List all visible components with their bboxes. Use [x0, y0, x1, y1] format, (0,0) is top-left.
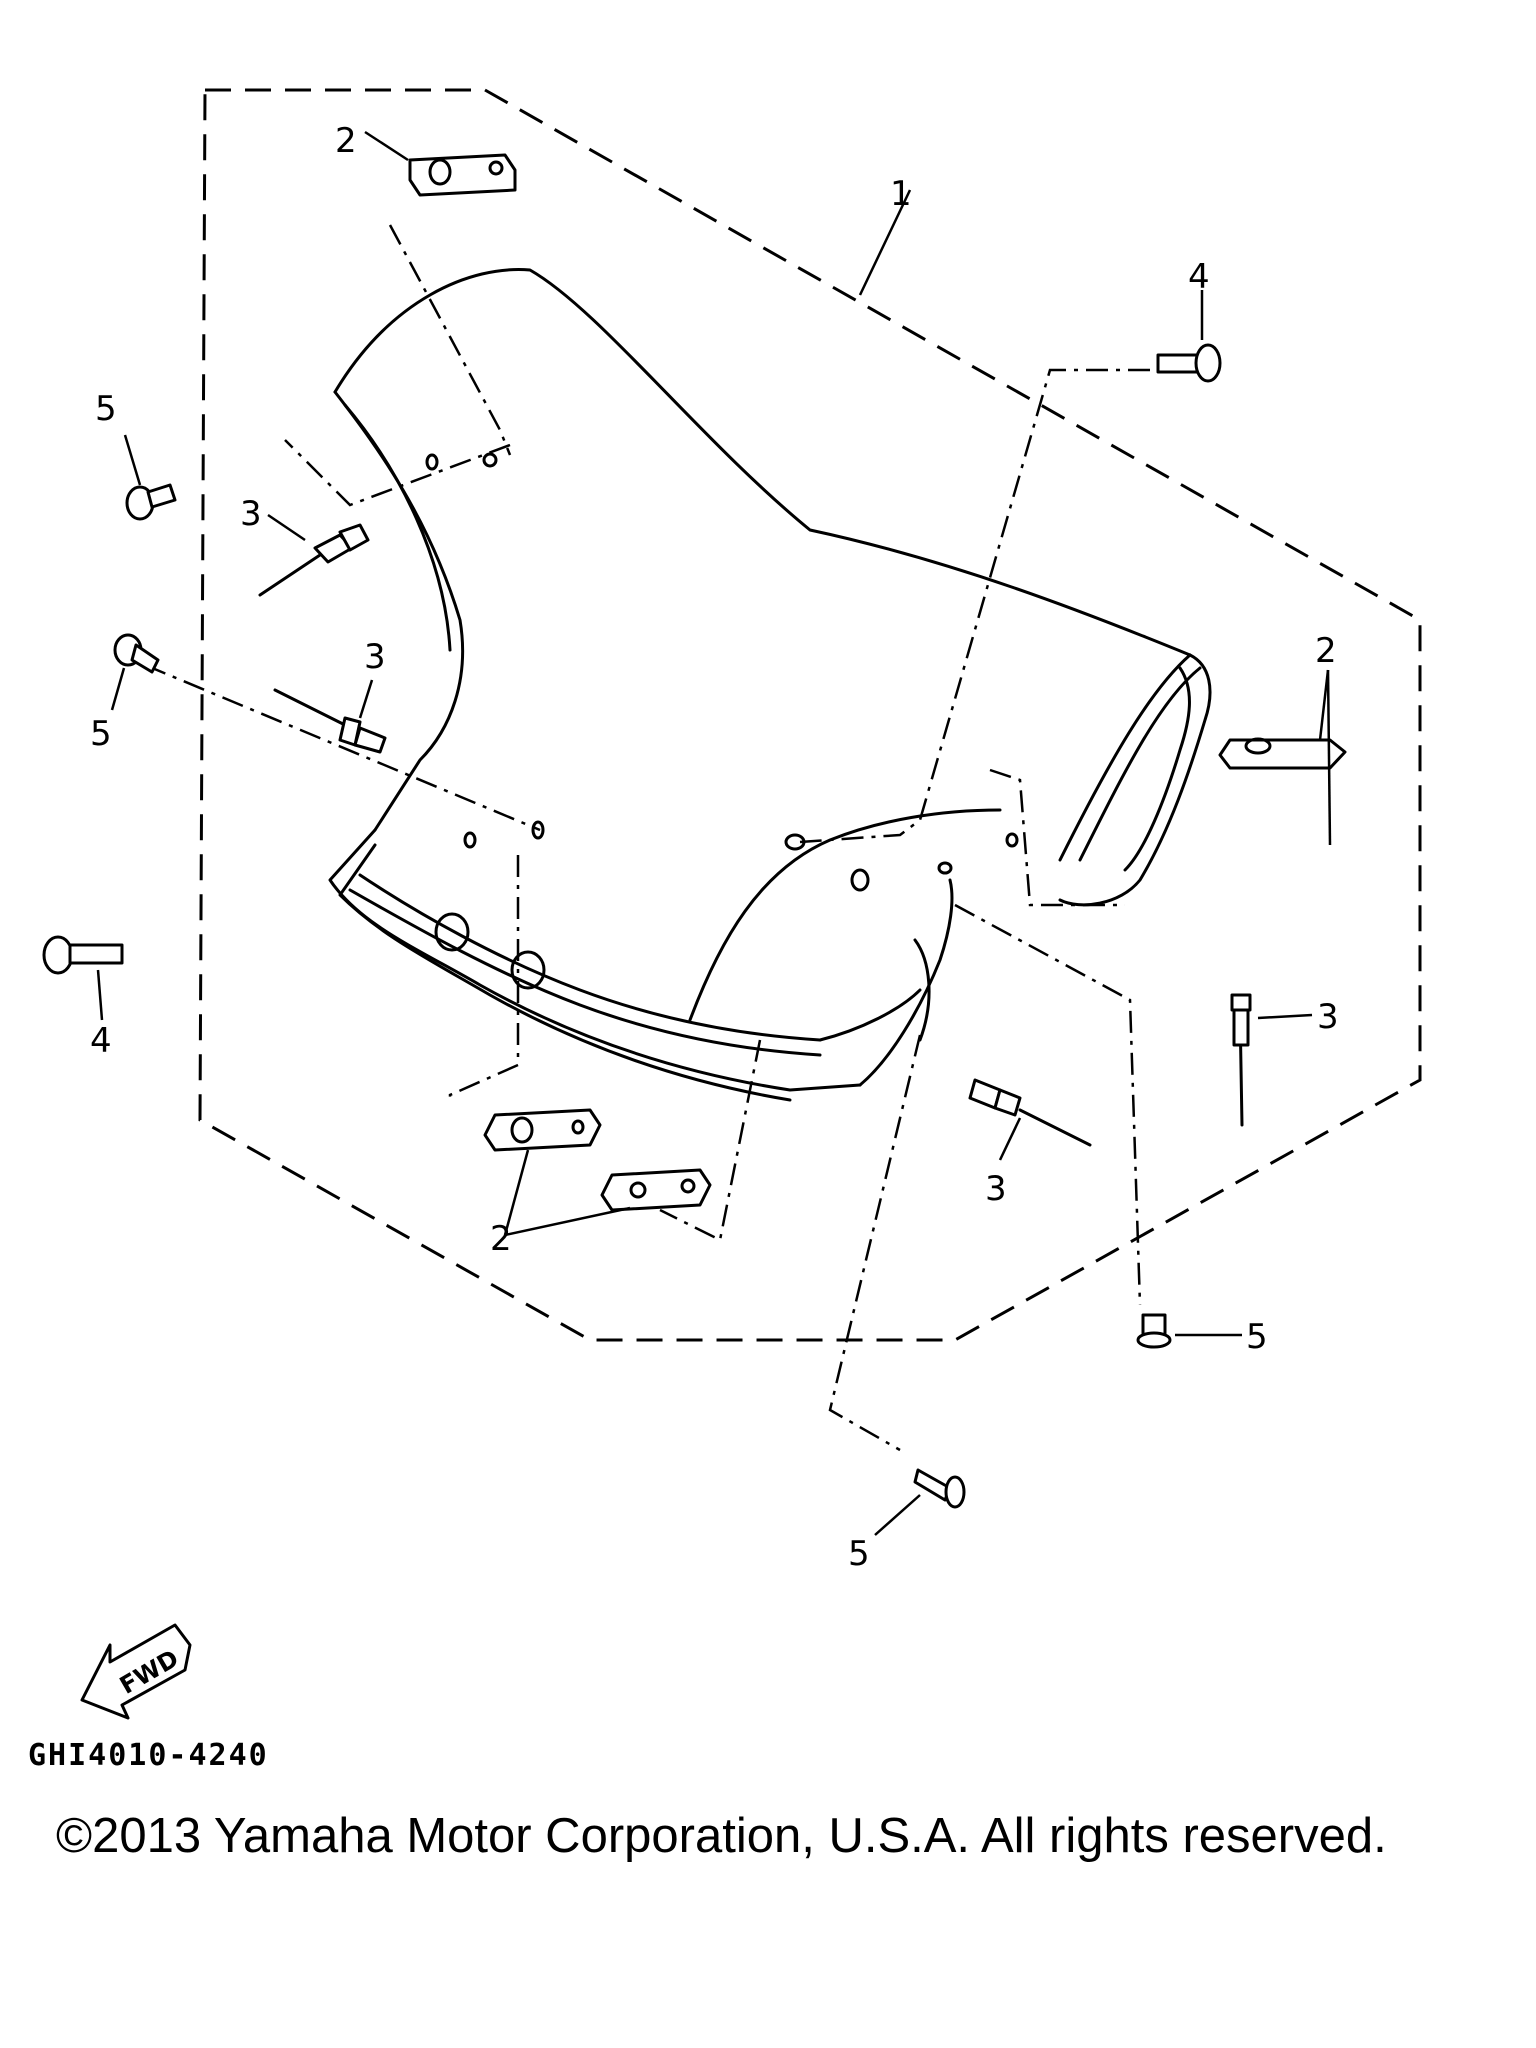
- copyright-notice: ©2013 Yamaha Motor Corporation, U.S.A. A…: [56, 1809, 1387, 1863]
- callout-1: 1: [890, 174, 912, 214]
- callout-3-right: 3: [1317, 997, 1339, 1037]
- rivet-middle-left: [273, 688, 387, 754]
- nut-plate-top: [408, 153, 517, 197]
- bolt-left: [42, 935, 124, 975]
- bolt-top-right: [1156, 343, 1222, 383]
- rivet-bottom-right: [968, 1078, 1092, 1147]
- cowling-part-1: [328, 268, 1212, 1102]
- rivet-right: [1230, 993, 1252, 1127]
- callout-2-right: 2: [1315, 631, 1337, 671]
- reference-lines: [144, 224, 1150, 1452]
- callout-5-bottom: 5: [848, 1534, 870, 1574]
- nut-plate-bottom-b: [600, 1168, 712, 1212]
- nut-plate-bottom-a: [483, 1108, 602, 1152]
- fwd-arrow-icon: FWD: [80, 1623, 192, 1720]
- nut-plate-right: [1218, 737, 1347, 770]
- callout-3-middle-left: 3: [364, 637, 386, 677]
- callout-2-top: 2: [335, 121, 357, 161]
- callout-5-middle-left: 5: [90, 714, 112, 754]
- rivet-upper-left: [258, 523, 370, 597]
- assembly-boundary: [198, 88, 1422, 1342]
- callout-2-bottom: 2: [490, 1219, 512, 1259]
- mounting-holes: [425, 452, 1019, 990]
- callout-3-upper-left: 3: [240, 494, 262, 534]
- screw-upper-left: [125, 483, 177, 521]
- screw-bottom: [913, 1468, 966, 1509]
- callout-4-top-right: 4: [1188, 257, 1210, 297]
- callout-3-bottom: 3: [985, 1169, 1007, 1209]
- drawing-code: GHI4010-4240: [28, 1738, 269, 1773]
- leader-lines: [96, 130, 1332, 1536]
- screw-middle-left: [113, 633, 160, 674]
- callout-5-right: 5: [1246, 1317, 1268, 1357]
- callout-4-left: 4: [90, 1021, 112, 1061]
- screw-bottom-right: [1136, 1313, 1172, 1349]
- callout-5-upper-left: 5: [95, 389, 117, 429]
- parts-diagram: 1 2 2 2 3 3 3 3 4 4 5 5 5 5 FWD: [42, 88, 1422, 1720]
